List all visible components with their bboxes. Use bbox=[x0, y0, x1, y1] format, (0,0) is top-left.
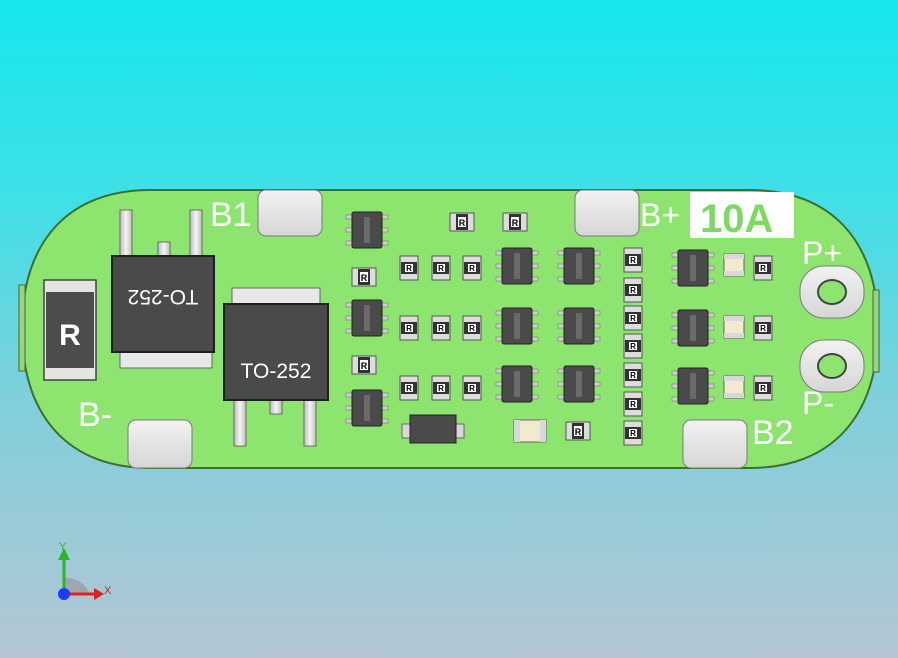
label-p-plus: P+ bbox=[802, 235, 842, 271]
axis-y-label: Y bbox=[59, 541, 67, 553]
smd-resistor bbox=[462, 255, 482, 281]
sot-chip bbox=[557, 307, 601, 345]
smd-resistor bbox=[399, 375, 419, 401]
smd-resistor bbox=[399, 255, 419, 281]
smd-resistor bbox=[623, 247, 643, 273]
rating-badge-bg bbox=[690, 192, 794, 238]
label-b1: B1 bbox=[210, 196, 252, 234]
sot-chip bbox=[671, 367, 715, 405]
to252-main-label: TO-252 bbox=[241, 360, 312, 383]
smd-resistor bbox=[351, 355, 377, 375]
smd-resistor bbox=[623, 277, 643, 303]
smd-resistor bbox=[431, 315, 451, 341]
smd-resistor bbox=[431, 375, 451, 401]
smd-capacitor bbox=[723, 315, 745, 339]
label-rating: 10A bbox=[700, 197, 773, 241]
sot-chip bbox=[495, 307, 539, 345]
smd-resistor bbox=[431, 255, 451, 281]
label-p-minus: P- bbox=[802, 385, 834, 421]
board-edge-right bbox=[872, 289, 880, 373]
big-resistor-label: R bbox=[59, 319, 81, 352]
mosfet-to252-top: TO-252 bbox=[111, 209, 215, 369]
sot-chip bbox=[671, 309, 715, 347]
to252-top-label: TO-252 bbox=[128, 285, 199, 308]
sot-chip bbox=[345, 299, 389, 337]
axis-triad: Y X bbox=[58, 541, 112, 600]
label-b2: B2 bbox=[752, 414, 794, 452]
sot-chip bbox=[671, 249, 715, 287]
smd-capacitor bbox=[723, 375, 745, 399]
smd-resistor bbox=[623, 333, 643, 359]
sot-chip bbox=[557, 365, 601, 403]
smd-resistor bbox=[449, 212, 475, 232]
smd-resistor bbox=[623, 305, 643, 331]
smd-resistor bbox=[623, 420, 643, 446]
smd-resistor bbox=[753, 375, 773, 401]
smd-resistor bbox=[623, 391, 643, 417]
board-edge-left bbox=[18, 284, 26, 372]
pad-b1 bbox=[257, 189, 323, 237]
smd-resistor bbox=[462, 375, 482, 401]
pad-p-plus-hole bbox=[817, 279, 847, 305]
big-resistor: R bbox=[43, 279, 97, 381]
pad-b-plus bbox=[574, 189, 640, 237]
smd-resistor bbox=[462, 315, 482, 341]
label-b-plus: B+ bbox=[640, 197, 680, 233]
label-b-minus: B- bbox=[78, 396, 112, 434]
smd-resistor bbox=[753, 255, 773, 281]
smd-resistor bbox=[351, 267, 377, 287]
sot-chip bbox=[557, 247, 601, 285]
smd-resistor bbox=[565, 421, 591, 441]
mosfet-to252-main: TO-252 bbox=[223, 287, 329, 447]
sot-chip bbox=[495, 247, 539, 285]
pad-b2 bbox=[682, 419, 748, 469]
sot-chip bbox=[345, 389, 389, 427]
smd-resistor bbox=[753, 315, 773, 341]
sot-chip bbox=[495, 365, 539, 403]
smd-capacitor-bottom bbox=[513, 419, 547, 443]
sot-chip bbox=[345, 211, 389, 249]
smd-diode bbox=[401, 414, 465, 444]
pad-b-minus bbox=[127, 419, 193, 469]
pad-p-minus-hole bbox=[817, 353, 847, 379]
smd-resistor bbox=[399, 315, 419, 341]
smd-resistor bbox=[502, 212, 528, 232]
smd-capacitor bbox=[723, 253, 745, 277]
smd-resistor bbox=[623, 362, 643, 388]
axis-x-label: X bbox=[104, 585, 112, 597]
